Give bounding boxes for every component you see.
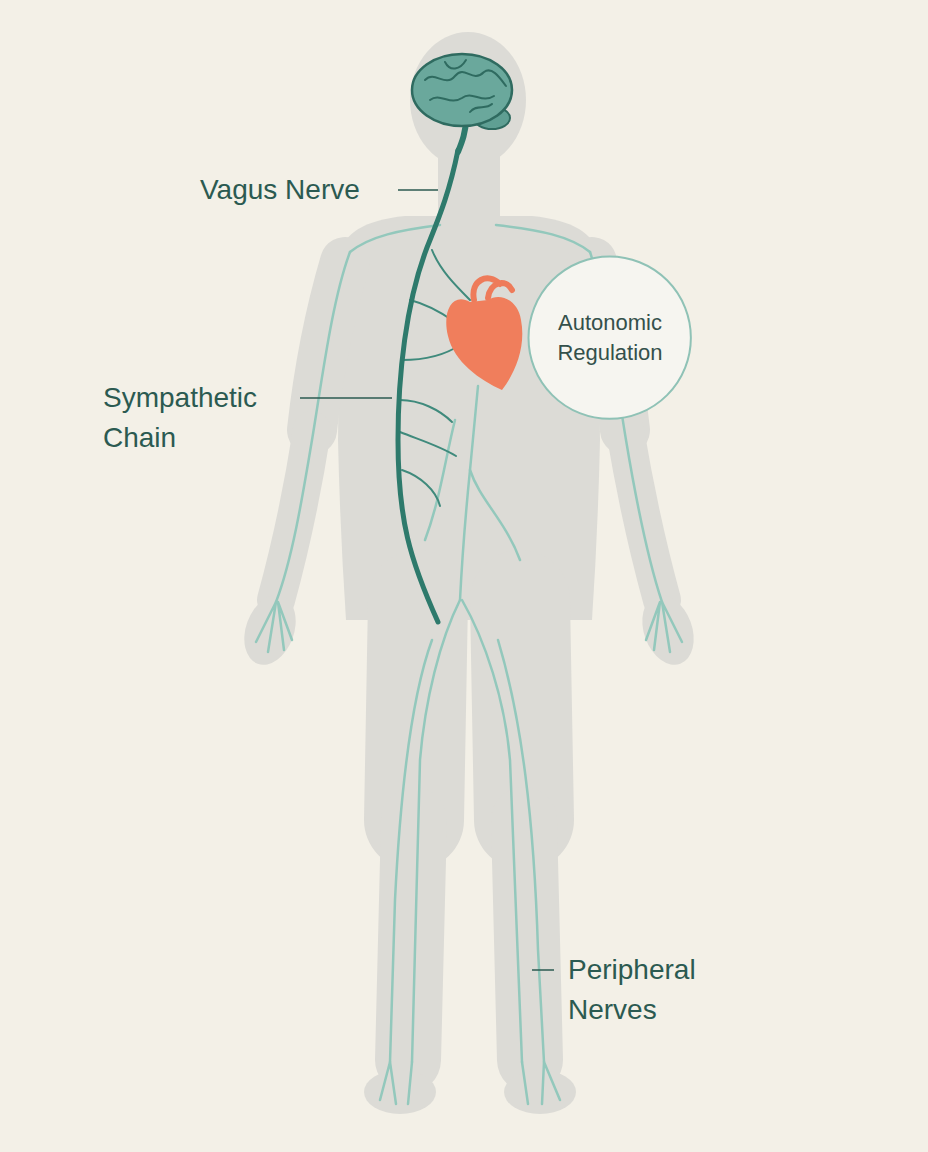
leader-line (398, 189, 438, 191)
branch (400, 400, 452, 422)
branch (432, 250, 470, 300)
part-label: Peripheral Nerves (568, 950, 768, 1030)
left-hand (235, 588, 305, 672)
gyri (425, 60, 506, 112)
heart-shape (446, 297, 522, 390)
head (410, 32, 526, 168)
left-forearm (276, 430, 312, 600)
part-label: Sympathetic Chain (103, 378, 298, 458)
nerve (470, 470, 520, 560)
nerve (256, 602, 292, 652)
left-foot (364, 1070, 436, 1114)
circle-shape (529, 257, 691, 419)
nerve (498, 640, 544, 1062)
right-hand (633, 588, 703, 672)
right-foot (504, 1070, 576, 1114)
nerve (522, 1062, 560, 1104)
nerve (496, 225, 590, 252)
right-shin (524, 820, 530, 1060)
nerve (276, 252, 350, 602)
aorta (473, 278, 512, 300)
hands-feet (235, 588, 703, 1114)
regulation-circle: Autonomic Regulation (527, 255, 692, 420)
leader-lines (300, 190, 554, 970)
branch (402, 470, 440, 506)
part-label: Vagus Nerve (200, 170, 395, 210)
branch (400, 432, 456, 456)
sympathetic-chain (398, 150, 458, 622)
nerve (390, 640, 432, 1062)
nerve (646, 602, 682, 652)
circle-outline (527, 255, 692, 420)
heart (446, 278, 522, 390)
branch (402, 345, 460, 360)
chain-branches (400, 250, 470, 506)
nerve (380, 1062, 412, 1104)
nerve (460, 386, 478, 600)
brain (412, 54, 512, 152)
right-thigh (520, 600, 524, 820)
node-text: Autonomic Regulation (546, 308, 674, 368)
leader-line (300, 397, 392, 399)
nerve (462, 600, 522, 1062)
node-body: Autonomic Regulation (546, 308, 674, 368)
nerve (412, 600, 460, 1062)
leader-line (532, 969, 554, 971)
cerebrum (412, 54, 512, 126)
nerve (425, 420, 455, 540)
right-forearm (625, 430, 662, 600)
